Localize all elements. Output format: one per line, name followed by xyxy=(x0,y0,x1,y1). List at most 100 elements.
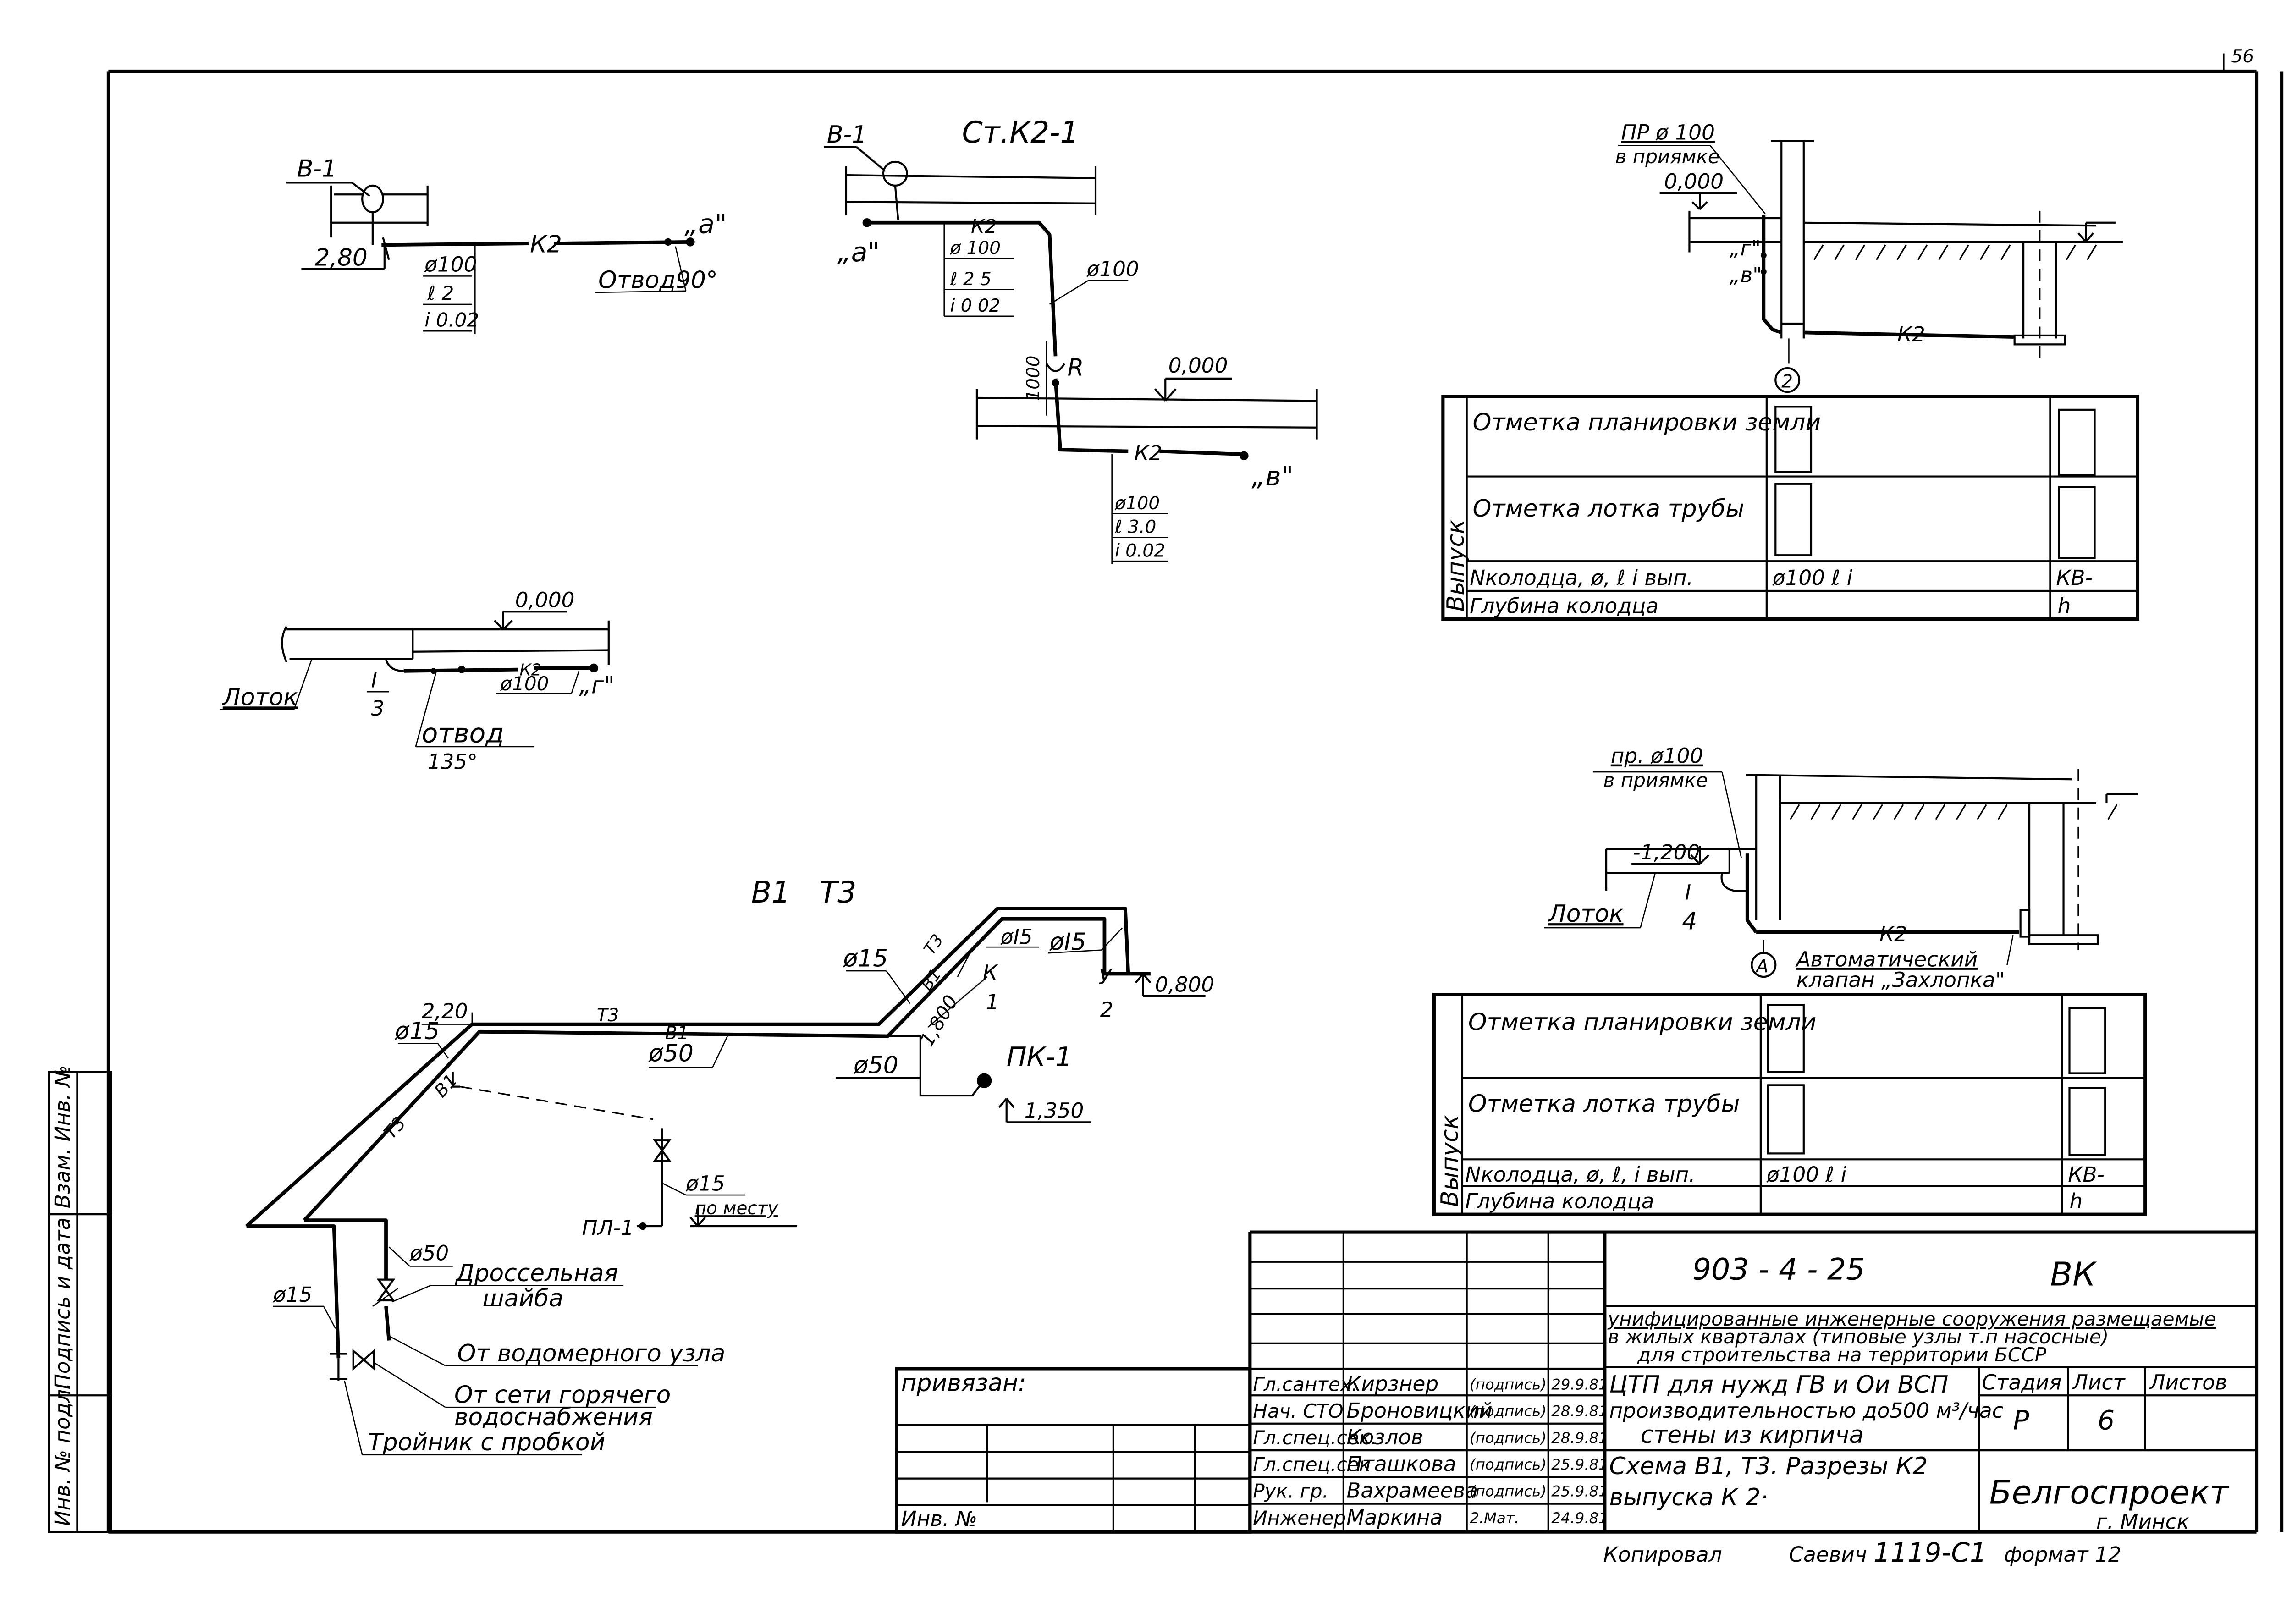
outlet-elevation: 0,000 xyxy=(1664,169,1724,193)
object-line-3: стены из кирпича xyxy=(1641,1421,1864,1449)
section-outlet-2 xyxy=(1618,140,2123,393)
ground-elevation: 0,000 xyxy=(1168,353,1228,378)
spec-slope: i 0.02 xyxy=(424,308,479,331)
riser-label-b1: В-1 xyxy=(827,121,867,149)
pipe-label-t3: Т3 xyxy=(380,1113,410,1143)
project-line-1: унифицированные инженерные сооружения ра… xyxy=(1607,1308,2216,1330)
outlet-note-line2: в приямке xyxy=(1603,769,1708,791)
elevation-label: 2,20 xyxy=(422,999,468,1024)
pipe-label-t3: Т3 xyxy=(597,1005,619,1026)
ground-hatching xyxy=(1790,804,2118,820)
org-city: г. Минск xyxy=(2096,1510,2190,1534)
signature-role: Нач. СТО xyxy=(1253,1400,1343,1422)
point-label-b: „в" xyxy=(1251,461,1293,492)
scheme-title-b1: В1 xyxy=(751,875,791,910)
signature-sign: 2.Мат. xyxy=(1470,1509,1519,1527)
format-label: формат 12 xyxy=(2004,1542,2121,1567)
signature-name: Кирзнер xyxy=(1346,1372,1438,1396)
spec1-diameter: ø 100 xyxy=(950,238,1001,259)
drawing-name-line-2: выпуска К 2· xyxy=(1609,1484,1769,1511)
diameter-label: øI5 xyxy=(1049,929,1086,956)
signature-role: Гл.сантех. xyxy=(1253,1373,1358,1396)
section-mark-bottom: 1 xyxy=(986,990,999,1014)
fitting-label: отвод xyxy=(422,717,504,749)
signature-role: Рук. гр. xyxy=(1253,1480,1328,1503)
copied-by: Саевич xyxy=(1789,1542,1867,1567)
outlet-note-line1: пр. ø100 xyxy=(1611,744,1703,768)
section-riser xyxy=(824,146,1318,564)
drawing-name-line-1: Схема В1, Т3. Разрезы К2 xyxy=(1609,1453,1928,1480)
signature-date: 25.9.81 xyxy=(1551,1482,1608,1500)
tray-elevation: 0,000 xyxy=(515,588,575,612)
stage-header: Стадия xyxy=(1982,1370,2061,1394)
elevation-label: 1,350 xyxy=(1025,1099,1084,1123)
pipe-label-k2: К2 xyxy=(519,661,541,680)
spec2-diameter: ø100 xyxy=(1114,493,1160,514)
signature-sign: (подпись) xyxy=(1470,1482,1547,1500)
signature-sign: (подпись) xyxy=(1470,1376,1547,1393)
axis-label-2: 2 xyxy=(1781,371,1793,392)
valve-note-line1: Автоматический xyxy=(1795,947,1978,971)
signature-name: Козлов xyxy=(1346,1425,1423,1449)
scheme-b1-t3 xyxy=(245,907,1206,1456)
signature-name: Броновицкий xyxy=(1346,1398,1492,1423)
pipe-label-b1: В1 xyxy=(917,965,945,994)
table-row-label: Глубина колодца xyxy=(1470,594,1658,618)
signature-name: Маркина xyxy=(1346,1505,1443,1530)
riser-diameter: ø100 xyxy=(1086,257,1139,281)
section-mark-top: К xyxy=(983,960,998,985)
signature-sign: (подпись) xyxy=(1470,1429,1547,1447)
signature-role: Инженер xyxy=(1253,1507,1346,1529)
pipe-label-b1: В1 xyxy=(665,1023,689,1044)
valve-note-line2: клапан „Захлопка" xyxy=(1796,968,2005,992)
table-row-value: ø100 ℓ i xyxy=(1766,1162,1847,1187)
title-block-grid xyxy=(895,1230,2257,1534)
sheet-corner-mark: 56 xyxy=(2231,46,2253,67)
point-label-g: „г" xyxy=(1730,236,1761,260)
pipe-label-k2-lower: К2 xyxy=(1134,441,1162,465)
spec1-length: ℓ 2 5 xyxy=(950,269,992,290)
diameter-label: ø15 xyxy=(394,1018,440,1045)
diameter-label: øI5 xyxy=(1000,925,1033,949)
diameter-label: ø50 xyxy=(409,1241,449,1266)
diameter-label: ø50 xyxy=(853,1051,898,1079)
table-row-label: Отметка планировки земли xyxy=(1468,1009,1817,1036)
pipe-label-k2: К2 xyxy=(1897,322,1925,347)
tee-plug-label: Тройник с пробкой xyxy=(368,1429,605,1456)
spec-length: ℓ 2 xyxy=(427,282,454,304)
signature-date: 29.9.81 xyxy=(1551,1376,1608,1393)
diameter-label: ø15 xyxy=(843,945,888,972)
side-stamp-cell-inv-podl: Инв. № подл. xyxy=(50,1383,75,1526)
doc-mark: ВК xyxy=(2050,1255,2097,1294)
table-row-label: Nколодца, ø, ℓ i вып. xyxy=(1470,566,1693,590)
outlet-table-1 xyxy=(1441,395,2140,621)
side-stamp xyxy=(48,1071,112,1533)
pipe-label-k2: К2 xyxy=(1879,922,1907,946)
riser-label-b1: В-1 xyxy=(297,155,337,182)
pipe-label-k2: К2 xyxy=(530,231,562,259)
riser-title: Ст.К2-1 xyxy=(962,116,1079,150)
elevation-label: 2,80 xyxy=(315,244,368,272)
signature-role: Гл.спец.сек xyxy=(1253,1453,1371,1475)
project-line-3: для строительства на территории БССР xyxy=(1637,1343,2047,1366)
signature-date: 25.9.81 xyxy=(1551,1456,1608,1473)
point-label-a: „а" xyxy=(837,237,880,268)
outlet-note-line2: в приямке xyxy=(1615,145,1720,168)
signature-role: Гл.спец.сек. xyxy=(1253,1426,1377,1449)
section-mark-bottom: 3 xyxy=(371,696,385,721)
table-row-label: Nколодца, ø, ℓ, i вып. xyxy=(1465,1162,1695,1187)
table-row-value: h xyxy=(2069,1189,2083,1213)
from-meter-label: От водомерного узла xyxy=(457,1340,725,1367)
tray-label: Лоток xyxy=(222,683,298,711)
fitting-angle: 135° xyxy=(428,750,478,774)
side-stamp-cell-sign-date: Подпись и дата xyxy=(50,1217,75,1389)
outlet-table-side-label: Выпуск xyxy=(1442,520,1470,612)
throttle-label-line1: Дроссельная xyxy=(455,1260,618,1287)
inv-number-label: Инв. № xyxy=(901,1507,977,1531)
pipe-label-k2-upper: К2 xyxy=(971,215,997,237)
spec-diameter: ø100 xyxy=(424,253,477,277)
table-row-label: Отметка лотка трубы xyxy=(1473,495,1745,523)
point-label-g: „г" xyxy=(579,672,615,699)
height-dimension: 1000 xyxy=(1023,356,1044,401)
